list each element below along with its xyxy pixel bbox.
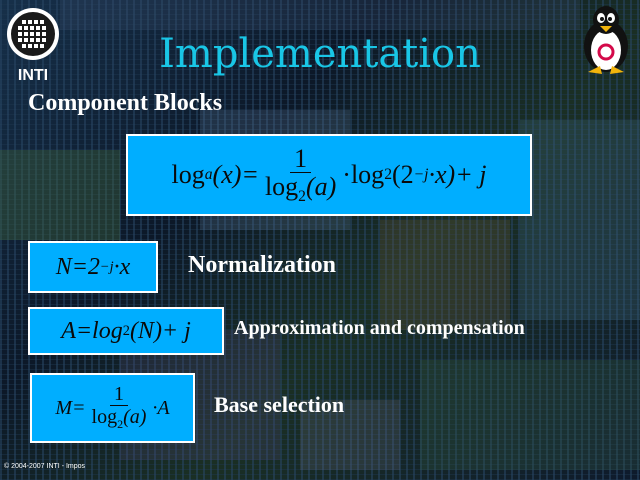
eq-main-rhs-open: (2: [391, 160, 414, 189]
eq-base-frac-den-arg: (a): [123, 406, 147, 429]
eq-main-lhs: log: [171, 160, 205, 189]
eq-main-rhs-sub: 2: [384, 166, 392, 183]
eq-main-rhs-close: ·x)+ j: [428, 160, 487, 189]
copyright-footer: © 2004-2007 INTI - Impos: [4, 463, 86, 470]
eq-main-frac-den-arg: (a): [305, 171, 337, 201]
eq-base-lhs: M=: [55, 396, 86, 419]
eq-main-lhs-arg: (x)=: [212, 160, 259, 189]
eq-base-frac-den-sub: 2: [117, 417, 124, 432]
eq-main-rhs-sup: −j: [413, 166, 429, 183]
eq-main-frac-den: log: [264, 171, 299, 201]
normalization-equation-box: N=2−j·x: [28, 241, 158, 293]
base-selection-label: Base selection: [214, 392, 345, 417]
eq-main-fraction: 1 log2(a): [261, 144, 340, 206]
eq-base-fraction: 1 log2(a): [88, 384, 151, 431]
eq-approx-sub: 2: [122, 322, 130, 339]
approximation-label: Approximation and compensation: [234, 317, 525, 339]
eq-main-frac-den-sub: 2: [298, 188, 306, 206]
eq-norm-rest: ·x: [113, 253, 131, 280]
penguin-icon: [574, 2, 638, 76]
eq-main-rhs: ·log: [342, 160, 385, 189]
logo-text: INTI: [18, 67, 48, 84]
eq-norm-sup: −j: [99, 258, 114, 275]
eq-approx-rest: (N)+ j: [129, 317, 191, 344]
eq-base-rest: ·A: [152, 396, 170, 419]
base-selection-equation-box: M= 1 log2(a) ·A: [30, 373, 195, 443]
eq-approx-lhs: A=log: [61, 317, 123, 344]
normalization-label: Normalization: [188, 252, 336, 278]
inti-logo: INTI: [4, 4, 62, 86]
eq-base-frac-num: 1: [109, 384, 128, 407]
eq-main-lhs-sub: a: [204, 166, 213, 183]
slide-title: Implementation: [159, 31, 481, 77]
eq-base-frac-den: log: [91, 406, 118, 429]
slide-subtitle: Component Blocks: [28, 90, 223, 116]
eq-main-frac-num: 1: [290, 144, 312, 173]
eq-norm-lhs: N=2: [55, 253, 100, 280]
